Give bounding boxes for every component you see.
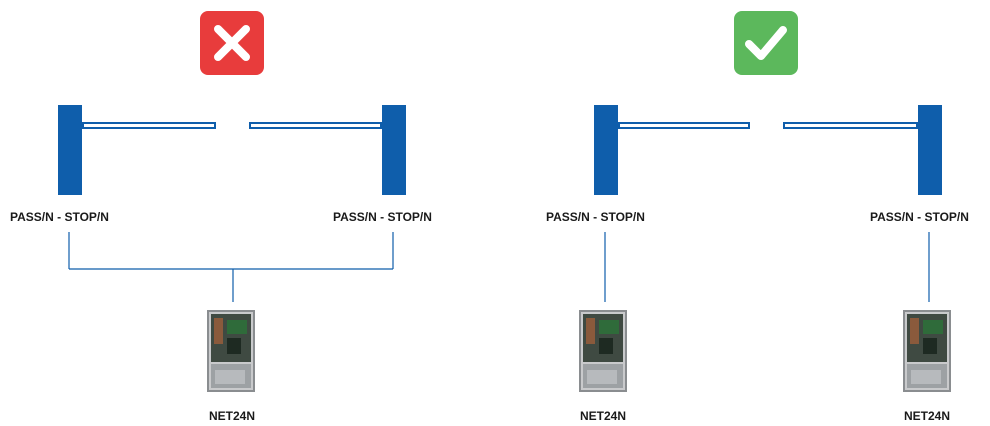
controller-cabinet-icon — [903, 310, 951, 392]
barrier-post-left — [594, 105, 618, 195]
controller-label: NET24N — [209, 409, 256, 423]
barrier-right-label: PASS/N - STOP/N — [870, 210, 969, 224]
cross-icon — [200, 11, 264, 75]
controller-cabinet-icon — [207, 310, 255, 392]
controller-label: NET24N — [580, 409, 627, 423]
barrier-left-label: PASS/N - STOP/N — [10, 210, 109, 224]
controller-label: NET24N — [904, 409, 951, 423]
barrier-right-label: PASS/N - STOP/N — [333, 210, 432, 224]
barrier-post-left — [58, 105, 82, 195]
barrier-arm-right — [249, 122, 382, 129]
barrier-arm-left — [618, 122, 750, 129]
barrier-arm-left — [82, 122, 216, 129]
barrier-post-right — [918, 105, 942, 195]
barrier-left-label: PASS/N - STOP/N — [546, 210, 645, 224]
barrier-arm-right — [783, 122, 918, 129]
barrier-post-right — [382, 105, 406, 195]
controller-cabinet-icon — [579, 310, 627, 392]
checkmark-icon — [734, 11, 798, 75]
